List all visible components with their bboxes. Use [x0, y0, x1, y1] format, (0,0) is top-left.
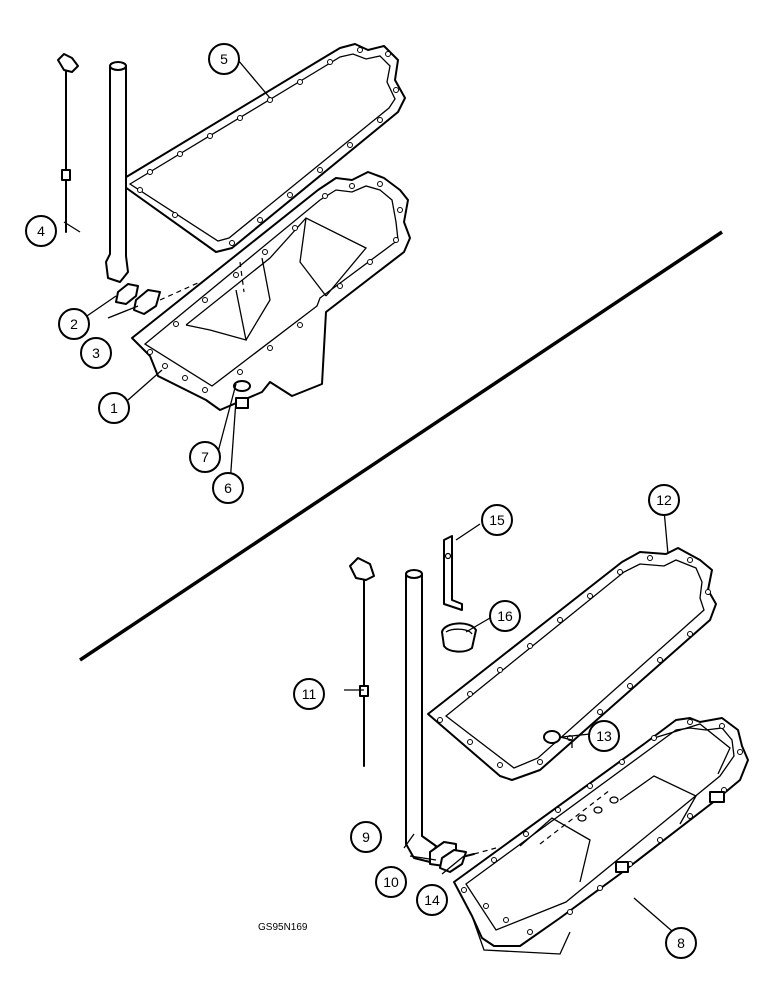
callout-15: 15: [481, 504, 513, 536]
callout-14-label: 14: [424, 892, 440, 908]
callout-12-label: 12: [656, 492, 672, 508]
oil-pan-lower: [453, 717, 749, 955]
callout-9: 9: [350, 821, 382, 853]
callout-14: 14: [416, 884, 448, 916]
callout-5: 5: [208, 43, 240, 75]
figure-code: GS95N169: [258, 922, 308, 933]
callout-10-label: 10: [383, 874, 399, 890]
callout-7-label: 7: [201, 449, 209, 465]
callout-2: 2: [58, 308, 90, 340]
gasket-upper: [117, 43, 406, 253]
dipstick-lower: [349, 557, 375, 767]
callout-8: 8: [665, 927, 697, 959]
callout-8-label: 8: [677, 935, 685, 951]
dipstick-upper: [57, 53, 79, 233]
gasket-lower: [427, 547, 717, 781]
fitting-13: [543, 730, 573, 748]
callout-6: 6: [212, 472, 244, 504]
callout-2-label: 2: [70, 316, 78, 332]
callout-16-label: 16: [497, 608, 513, 624]
callout-1: 1: [98, 392, 130, 424]
callout-16: 16: [489, 600, 521, 632]
callout-4: 4: [25, 215, 57, 247]
callout-11: 11: [293, 678, 325, 710]
callout-13: 13: [588, 720, 620, 752]
callout-10: 10: [375, 866, 407, 898]
callout-7: 7: [189, 441, 221, 473]
callout-9-label: 9: [362, 829, 370, 845]
dipstick-tube-upper: [105, 61, 201, 315]
callout-15-label: 15: [489, 512, 505, 528]
callout-1-label: 1: [110, 400, 118, 416]
callout-12: 12: [648, 484, 680, 516]
callout-3-label: 3: [92, 345, 100, 361]
callout-6-label: 6: [224, 480, 232, 496]
callout-3: 3: [80, 337, 112, 369]
dipstick-tube-lower: [405, 535, 497, 873]
callout-13-label: 13: [596, 728, 612, 744]
callout-11-label: 11: [302, 686, 317, 702]
callout-4-label: 4: [37, 223, 45, 239]
divider-line: [79, 230, 723, 662]
callout-5-label: 5: [220, 51, 228, 67]
leader-lines: [63, 59, 681, 939]
oil-pan-upper: [131, 171, 411, 411]
